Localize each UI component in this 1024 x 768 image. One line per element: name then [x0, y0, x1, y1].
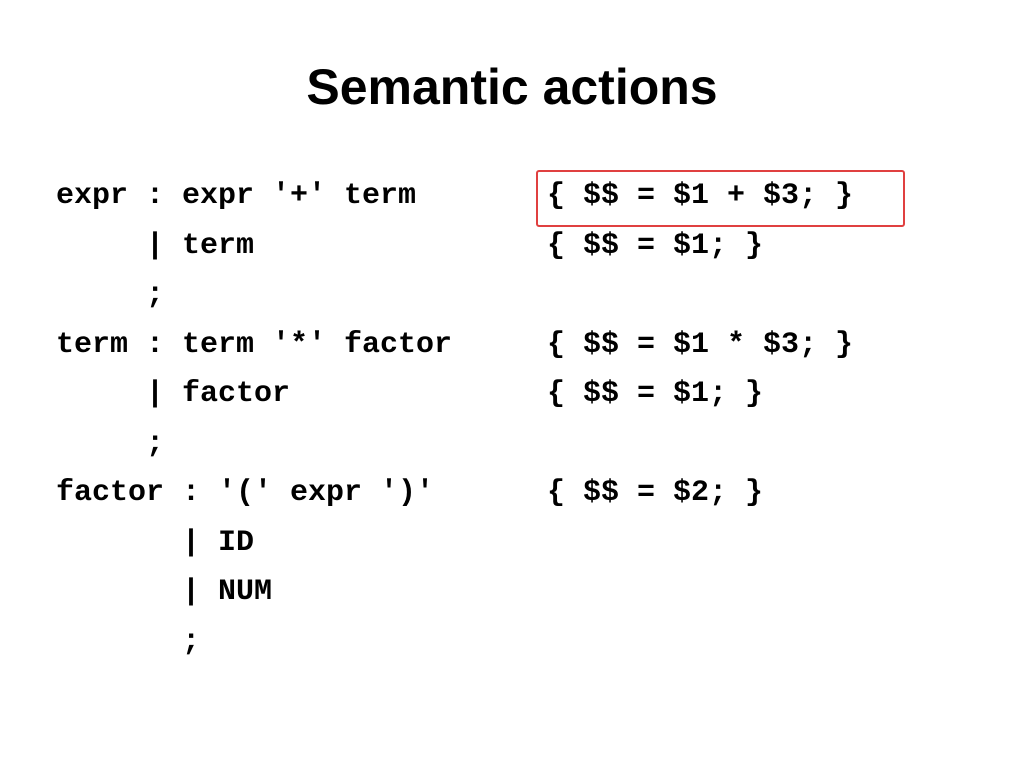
code-line-expr-end: ;	[56, 275, 164, 315]
code-line-expr-alt: | term { $$ = $1; }	[56, 226, 763, 266]
code-line-term: term : term '*' factor { $$ = $1 * $3; }	[56, 325, 853, 365]
grammar-rule: | NUM	[56, 575, 273, 609]
semantic-action: { $$ = $2; }	[547, 476, 764, 510]
grammar-rule: factor : '(' expr ')'	[56, 476, 435, 510]
code-line-expr: expr : expr '+' term { $$ = $1 + $3; }	[56, 176, 853, 216]
grammar-rule: | factor	[56, 377, 291, 411]
code-line-factor-id: | ID	[56, 523, 254, 563]
grammar-rule: | term	[56, 229, 255, 263]
semantic-action: { $$ = $1 + $3; }	[547, 179, 854, 213]
highlight-box	[536, 170, 905, 227]
code-line-term-end: ;	[56, 424, 164, 464]
grammar-rule: ;	[56, 278, 165, 312]
code-line-factor-num: | NUM	[56, 572, 272, 612]
grammar-rule: ;	[56, 625, 201, 659]
grammar-rule: term : term '*' factor	[56, 328, 453, 362]
code-line-term-alt: | factor { $$ = $1; }	[56, 374, 763, 414]
code-line-factor-end: ;	[56, 622, 200, 662]
grammar-rule: | ID	[56, 526, 255, 560]
slide-title: Semantic actions	[306, 59, 718, 115]
grammar-rule: expr : expr '+' term	[56, 179, 417, 213]
semantic-action: { $$ = $1; }	[547, 229, 764, 263]
grammar-rule: ;	[56, 427, 165, 461]
semantic-action: { $$ = $1 * $3; }	[547, 328, 854, 362]
code-line-factor: factor : '(' expr ')' { $$ = $2; }	[56, 473, 763, 513]
semantic-action: { $$ = $1; }	[547, 377, 764, 411]
